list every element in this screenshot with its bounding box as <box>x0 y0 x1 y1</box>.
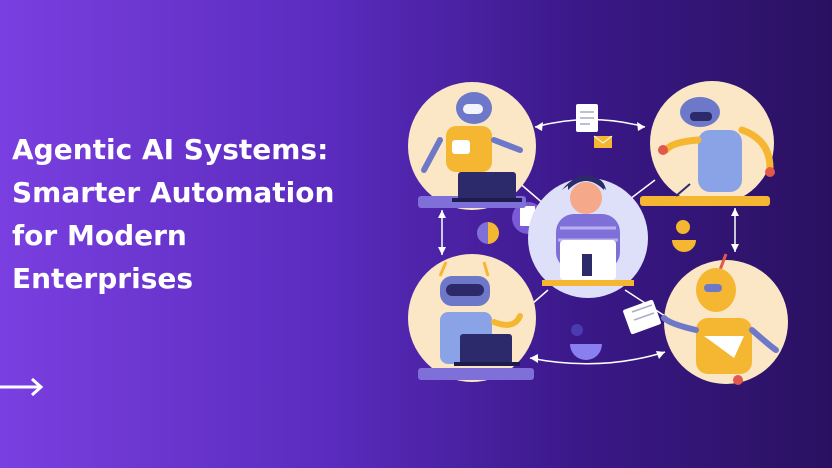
title-line-2: Smarter Automation <box>12 176 335 209</box>
agent-circle-top-right <box>640 81 775 206</box>
agent-circle-top-left <box>408 82 536 210</box>
agent-circle-bottom-left <box>408 254 536 382</box>
document-icon-top <box>576 104 613 148</box>
agent-circle-bottom-right <box>623 253 788 385</box>
title-line-3: for Modern <box>12 219 187 252</box>
agent-circle-center <box>528 175 648 298</box>
decor-shapes <box>477 220 696 360</box>
title-line-1: Agentic AI Systems: <box>12 133 329 166</box>
connection-arrows <box>438 118 739 365</box>
title-line-4: Enterprises <box>12 262 194 295</box>
arrow-right-icon[interactable] <box>0 374 46 400</box>
page-title: Agentic AI Systems: Smarter Automation f… <box>12 128 392 300</box>
